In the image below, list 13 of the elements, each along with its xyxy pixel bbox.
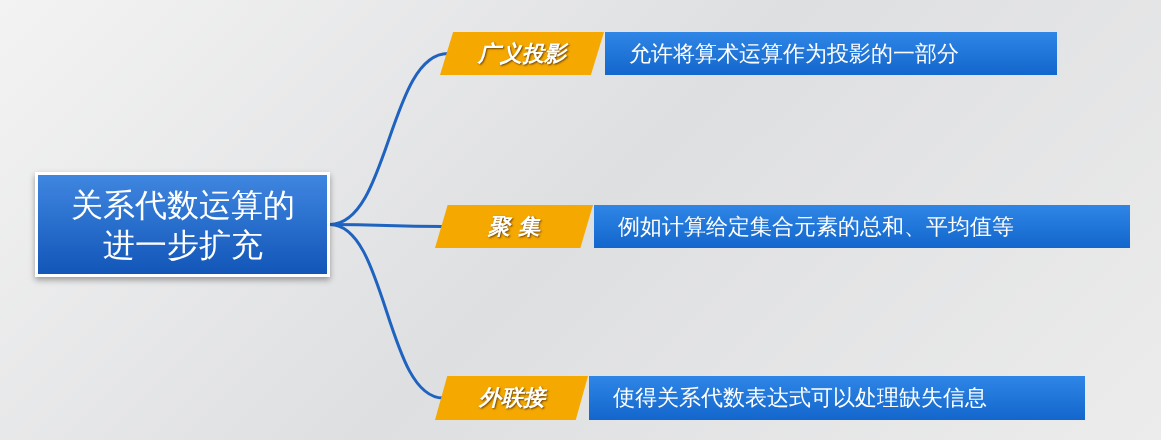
description-bar bbox=[594, 205, 1130, 248]
connector-line bbox=[329, 223, 444, 400]
tag-text: 聚 集 bbox=[488, 212, 540, 241]
category-tag bbox=[435, 205, 593, 248]
description-text: 使得关系代数表达式可以处理缺失信息 bbox=[613, 384, 987, 412]
description-text: 允许将算术运算作为投影的一部分 bbox=[629, 39, 959, 68]
description-bar bbox=[589, 376, 1085, 420]
category-tag bbox=[435, 376, 588, 420]
title-box bbox=[35, 172, 330, 277]
description-bar bbox=[605, 32, 1057, 75]
title-text: 关系代数运算的进一步扩充 bbox=[69, 184, 296, 265]
category-tag bbox=[440, 32, 604, 75]
description-text: 例如计算给定集合元素的总和、平均值等 bbox=[618, 212, 1014, 241]
